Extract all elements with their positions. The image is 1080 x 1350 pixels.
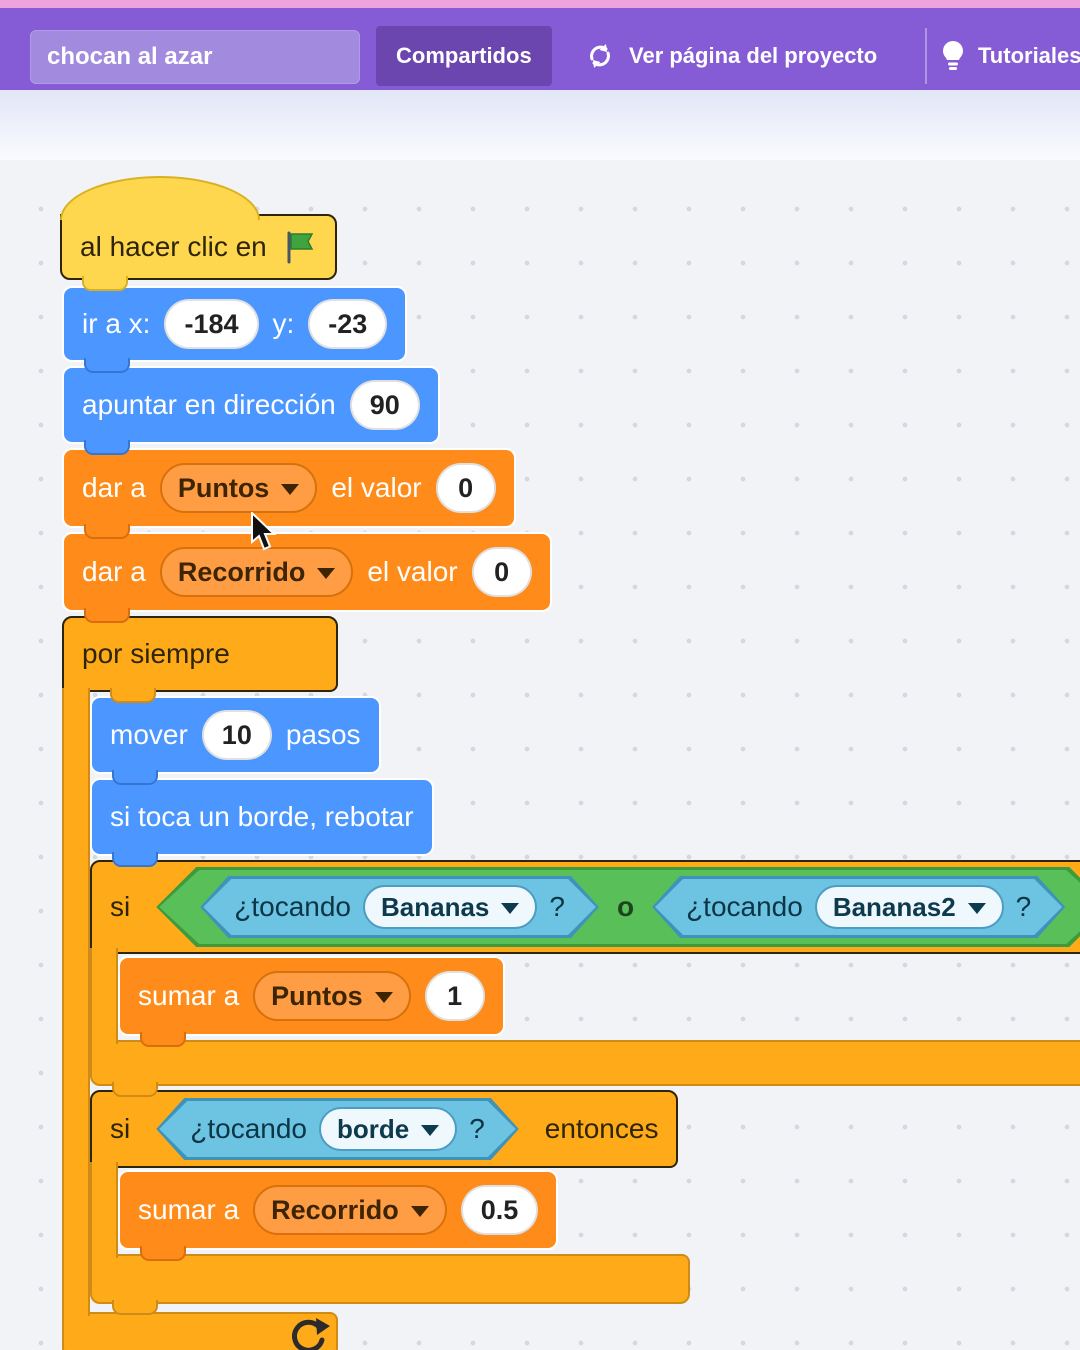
- value-input[interactable]: 1: [424, 971, 485, 1021]
- variable-dropdown[interactable]: Recorrido: [253, 1185, 447, 1235]
- hat-block-dome: [60, 176, 260, 220]
- if-block-footer[interactable]: [90, 1254, 690, 1315]
- when-flag-clicked-block[interactable]: al hacer clic en: [60, 214, 337, 291]
- if-block-footer[interactable]: [90, 1040, 1080, 1097]
- block-label: ir a x:: [82, 308, 151, 339]
- y-input[interactable]: -23: [308, 299, 388, 349]
- block-label: ¿tocando: [234, 891, 351, 922]
- block-label: ¿tocando: [686, 891, 803, 922]
- block-label: dar a: [82, 556, 146, 587]
- sprite-dropdown[interactable]: borde: [318, 1107, 458, 1151]
- if-block-spine[interactable]: [90, 948, 118, 1044]
- block-label: si: [110, 1113, 131, 1144]
- refresh-icon: [590, 44, 610, 68]
- move-steps-block[interactable]: mover 10 pasos: [90, 696, 381, 785]
- forever-block-footer[interactable]: [62, 1312, 338, 1350]
- block-label: sumar a: [138, 1194, 240, 1225]
- change-variable-block[interactable]: sumar a Recorrido 0.5: [118, 1170, 559, 1261]
- touching-sprite-block[interactable]: ¿tocando Bananas2 ?: [652, 876, 1065, 938]
- block-label: y:: [272, 308, 295, 339]
- block-label: ¿tocando: [190, 1113, 307, 1144]
- block-label: mover: [110, 719, 188, 750]
- chevron-down-icon: [421, 1125, 440, 1136]
- variable-dropdown[interactable]: Recorrido: [159, 547, 354, 597]
- sprite-dropdown[interactable]: Bananas: [362, 885, 538, 929]
- direction-input[interactable]: 90: [349, 380, 420, 430]
- set-variable-block[interactable]: dar a Recorrido el valor 0: [62, 532, 552, 623]
- value-input[interactable]: 0.5: [460, 1185, 539, 1235]
- dropdown-value: Puntos: [271, 980, 363, 1011]
- if-block-spine[interactable]: [90, 1162, 118, 1258]
- point-direction-block[interactable]: apuntar en dirección 90: [62, 366, 440, 455]
- toolbar-strip: [0, 90, 1080, 160]
- dropdown-value: borde: [336, 1113, 410, 1144]
- block-label: sumar a: [138, 980, 240, 1011]
- bounce-on-edge-block[interactable]: si toca un borde, rebotar: [90, 778, 434, 867]
- block-label: dar a: [82, 472, 146, 503]
- touching-sprite-block[interactable]: ¿tocando borde ?: [156, 1098, 519, 1160]
- chevron-down-icon: [410, 1206, 429, 1217]
- if-block-header[interactable]: si ¿tocando Bananas ?: [90, 860, 1080, 954]
- dropdown-value: Puntos: [177, 472, 270, 503]
- value-input[interactable]: 0: [435, 463, 496, 513]
- chevron-down-icon: [374, 992, 393, 1003]
- dropdown-value: Bananas: [380, 891, 490, 922]
- question-mark-label: ?: [549, 891, 565, 922]
- or-operator-block[interactable]: ¿tocando Bananas ? o ¿toc: [156, 867, 1080, 947]
- if-block-header[interactable]: si ¿tocando borde ? entonces: [90, 1090, 679, 1168]
- top-accent-strip: [0, 0, 1080, 8]
- or-label: o: [616, 891, 635, 922]
- block-label: apuntar en dirección: [82, 389, 336, 420]
- set-variable-block[interactable]: dar a Puntos el valor 0: [62, 448, 516, 539]
- block-label: si: [110, 891, 131, 922]
- view-project-label: Ver página del proyecto: [629, 43, 878, 68]
- block-label: pasos: [285, 719, 361, 750]
- dropdown-value: Bananas2: [832, 891, 956, 922]
- sprite-dropdown[interactable]: Bananas2: [814, 885, 1004, 929]
- chevron-down-icon: [501, 903, 520, 914]
- loop-arrow-icon: [292, 1318, 330, 1350]
- forever-block-header[interactable]: por siempre: [62, 616, 338, 703]
- menu-bar: Compartidos Ver página del proyecto Tuto…: [0, 8, 1080, 90]
- steps-input[interactable]: 10: [201, 710, 272, 760]
- goto-xy-block[interactable]: ir a x: -184 y: -23: [62, 286, 408, 373]
- question-mark-label: ?: [469, 1113, 485, 1144]
- forever-block-spine[interactable]: [62, 688, 90, 1316]
- tutorials-label: Tutoriales: [978, 43, 1080, 68]
- tutorials-button[interactable]: Tutoriales: [938, 26, 1080, 86]
- dropdown-value: Recorrido: [177, 556, 306, 587]
- shared-button[interactable]: Compartidos: [376, 26, 552, 86]
- value-input[interactable]: 0: [471, 547, 532, 597]
- touching-sprite-block[interactable]: ¿tocando Bananas ?: [200, 876, 599, 938]
- view-project-page-button[interactable]: Ver página del proyecto: [585, 26, 877, 86]
- chevron-down-icon: [317, 568, 336, 579]
- project-name-input[interactable]: [30, 30, 360, 84]
- variable-dropdown[interactable]: Puntos: [159, 463, 318, 513]
- chevron-down-icon: [281, 484, 300, 495]
- dropdown-value: Recorrido: [271, 1194, 399, 1225]
- change-variable-block[interactable]: sumar a Puntos 1: [118, 956, 505, 1047]
- block-label: entonces: [544, 1113, 659, 1144]
- block-label: si toca un borde, rebotar: [110, 801, 414, 832]
- block-label: el valor: [367, 556, 458, 587]
- block-label: al hacer clic en: [80, 231, 267, 262]
- chevron-down-icon: [967, 903, 986, 914]
- code-canvas[interactable]: al hacer clic en ir a x: -184 y: -23 apu…: [0, 160, 1080, 1350]
- question-mark-label: ?: [1015, 891, 1032, 922]
- green-flag-icon: [287, 231, 314, 264]
- x-input[interactable]: -184: [164, 299, 259, 349]
- lightbulb-icon: [943, 41, 963, 70]
- variable-dropdown[interactable]: Puntos: [253, 971, 411, 1021]
- mouse-cursor: [251, 512, 277, 551]
- menu-divider: [925, 28, 927, 84]
- block-label: por siempre: [82, 638, 230, 669]
- block-label: el valor: [331, 472, 422, 503]
